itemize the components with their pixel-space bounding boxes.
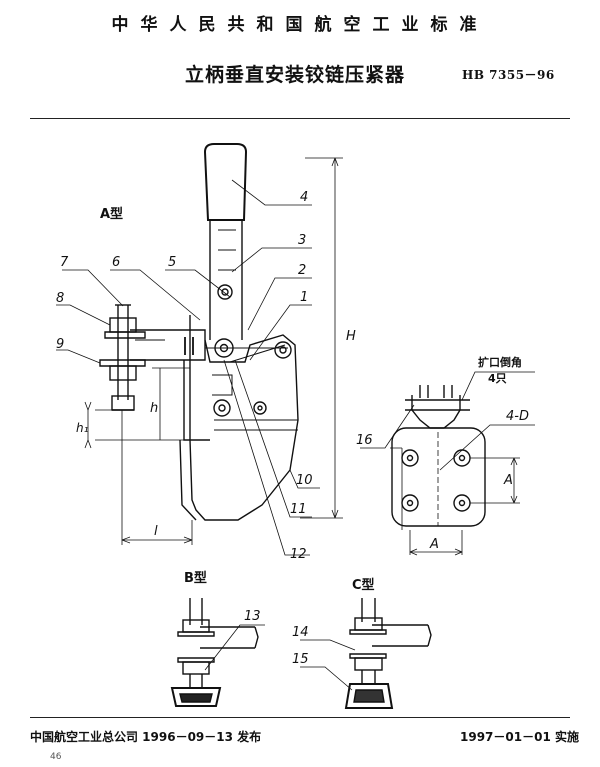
part-label-2: 2 bbox=[298, 263, 306, 278]
hole-note-line2: 4只 bbox=[488, 372, 507, 385]
top-view-bracket bbox=[411, 395, 461, 429]
clamp-arm bbox=[130, 329, 206, 361]
footer-rule bbox=[30, 717, 570, 718]
standard-organization-header: 中华人民共和国航空工业标准 bbox=[111, 15, 489, 35]
part-label-6: 6 bbox=[112, 255, 120, 270]
pivot-5 bbox=[217, 284, 233, 300]
document-title: 立柄垂直安装铰链压紧器 bbox=[185, 64, 406, 86]
dim-a-horizontal-label: A bbox=[429, 537, 439, 552]
page-number: 46 bbox=[50, 752, 62, 762]
pivot-main bbox=[214, 338, 234, 358]
spindle bbox=[117, 305, 129, 400]
c-arm bbox=[372, 624, 432, 647]
dim-l bbox=[121, 410, 193, 545]
dim-a-vertical-label: A bbox=[503, 473, 513, 488]
part-label-9: 9 bbox=[56, 337, 64, 352]
publisher-line: 中国航空工业总公司 1996－09－13 发布 bbox=[30, 730, 262, 744]
part-label-11: 11 bbox=[290, 502, 307, 517]
part-label-5: 5 bbox=[168, 255, 176, 270]
dim-l-label: l bbox=[154, 524, 158, 539]
pivot-1 bbox=[274, 341, 292, 359]
dim-A-h bbox=[409, 530, 463, 555]
b-pad bbox=[170, 687, 222, 707]
dim-A-v bbox=[470, 457, 520, 504]
part-label-3: 3 bbox=[298, 233, 306, 248]
dim-H bbox=[300, 157, 343, 519]
part-label-13: 13 bbox=[244, 609, 261, 624]
standard-code: HB 7355－96 bbox=[462, 68, 555, 82]
view-c-label: C型 bbox=[352, 577, 375, 593]
b-arm bbox=[200, 626, 259, 649]
header-rule bbox=[30, 118, 570, 119]
part-label-14: 14 bbox=[292, 625, 309, 640]
part-label-4: 4 bbox=[300, 190, 308, 205]
part-label-12: 12 bbox=[290, 547, 307, 562]
pivot-small bbox=[253, 401, 267, 415]
pivot-lower bbox=[213, 399, 231, 417]
lever-arm bbox=[209, 220, 243, 340]
part-label-1: 1 bbox=[300, 290, 308, 305]
dim-h-label: h bbox=[150, 401, 158, 416]
pad bbox=[111, 395, 135, 411]
dim-h bbox=[95, 367, 190, 441]
view-a-label: A型 bbox=[100, 206, 123, 222]
dim-h1-label: h₁ bbox=[76, 421, 89, 435]
mount-hole bbox=[453, 449, 471, 467]
part-label-7: 7 bbox=[60, 255, 69, 270]
c-swivel-pad bbox=[344, 683, 394, 709]
hole-note-line1: 扩口倒角 bbox=[478, 355, 522, 369]
leader-lines bbox=[56, 179, 320, 556]
base-plate bbox=[391, 427, 486, 527]
clamp-body-base bbox=[179, 439, 197, 521]
dim-h1 bbox=[87, 409, 112, 440]
part-label-10: 10 bbox=[296, 473, 313, 488]
hole-label: 4-D bbox=[506, 409, 529, 424]
implementation-date: 1997－01－01 实施 bbox=[460, 730, 579, 744]
washer-9 bbox=[99, 359, 146, 367]
handle-grip bbox=[203, 143, 248, 221]
part-label-16: 16 bbox=[356, 433, 373, 448]
b-spindle bbox=[189, 598, 203, 625]
view-b-label: B型 bbox=[184, 570, 207, 586]
part-label-15: 15 bbox=[292, 652, 309, 667]
dim-H-label: H bbox=[346, 329, 356, 344]
part-label-8: 8 bbox=[56, 291, 64, 306]
